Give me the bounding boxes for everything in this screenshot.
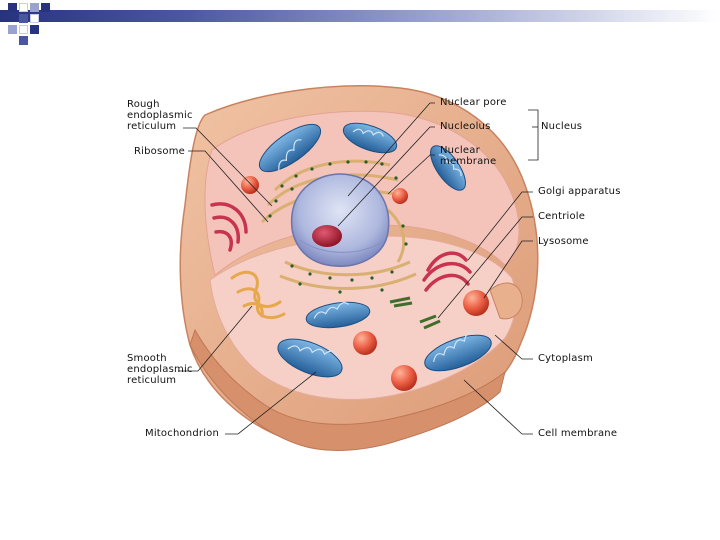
header-square xyxy=(19,36,28,45)
golgi-apparatus xyxy=(210,202,248,252)
header-square xyxy=(30,3,39,12)
label-mitochondrion: Mitochondrion xyxy=(145,428,220,439)
header-square xyxy=(19,3,28,12)
mitochondrion xyxy=(342,122,398,154)
label-nucleolus: Nucleolus xyxy=(440,121,491,132)
header-square xyxy=(30,14,39,23)
header-square xyxy=(30,25,39,34)
slide-header xyxy=(0,0,720,45)
membrane-fold xyxy=(489,282,523,320)
lysosome xyxy=(353,331,377,355)
mitochondrion xyxy=(424,332,492,372)
membrane-cut-edge xyxy=(189,328,506,451)
centriole xyxy=(389,296,441,330)
smooth-endoplasmic-reticulum xyxy=(230,270,286,320)
label-rough-er: Rough endoplasmic reticulum xyxy=(127,99,193,132)
label-nuclear-pore: Nuclear pore xyxy=(440,97,507,108)
label-lysosome: Lysosome xyxy=(538,236,589,247)
label-ribosome: Ribosome xyxy=(134,146,186,157)
golgi-apparatus xyxy=(422,251,472,292)
lysosome xyxy=(463,290,489,316)
header-band xyxy=(0,10,720,22)
lysosome xyxy=(241,176,259,194)
mitochondrion xyxy=(430,145,466,191)
ribosome xyxy=(268,160,408,294)
lysosome xyxy=(392,188,408,204)
header-square xyxy=(8,3,17,12)
label-cell-membrane: Cell membrane xyxy=(538,428,618,439)
label-smooth-er: Smooth endoplasmic reticulum xyxy=(127,353,193,386)
nucleus xyxy=(290,173,390,267)
header-square xyxy=(19,25,28,34)
label-nuclear-membrane: Nuclear membrane xyxy=(440,145,497,167)
nucleolus xyxy=(312,225,342,247)
header-square xyxy=(8,25,17,34)
header-square xyxy=(19,14,28,23)
header-square xyxy=(41,3,50,12)
label-centriole: Centriole xyxy=(538,211,586,222)
label-golgi-apparatus: Golgi apparatus xyxy=(538,186,621,197)
leader-lines xyxy=(178,102,539,435)
mitochondrion xyxy=(277,338,343,378)
label-cytoplasm: Cytoplasm xyxy=(538,353,593,364)
lysosome xyxy=(391,365,417,391)
mitochondrion xyxy=(305,301,371,329)
mitochondrion xyxy=(258,123,322,173)
label-nucleus: Nucleus xyxy=(541,121,583,132)
